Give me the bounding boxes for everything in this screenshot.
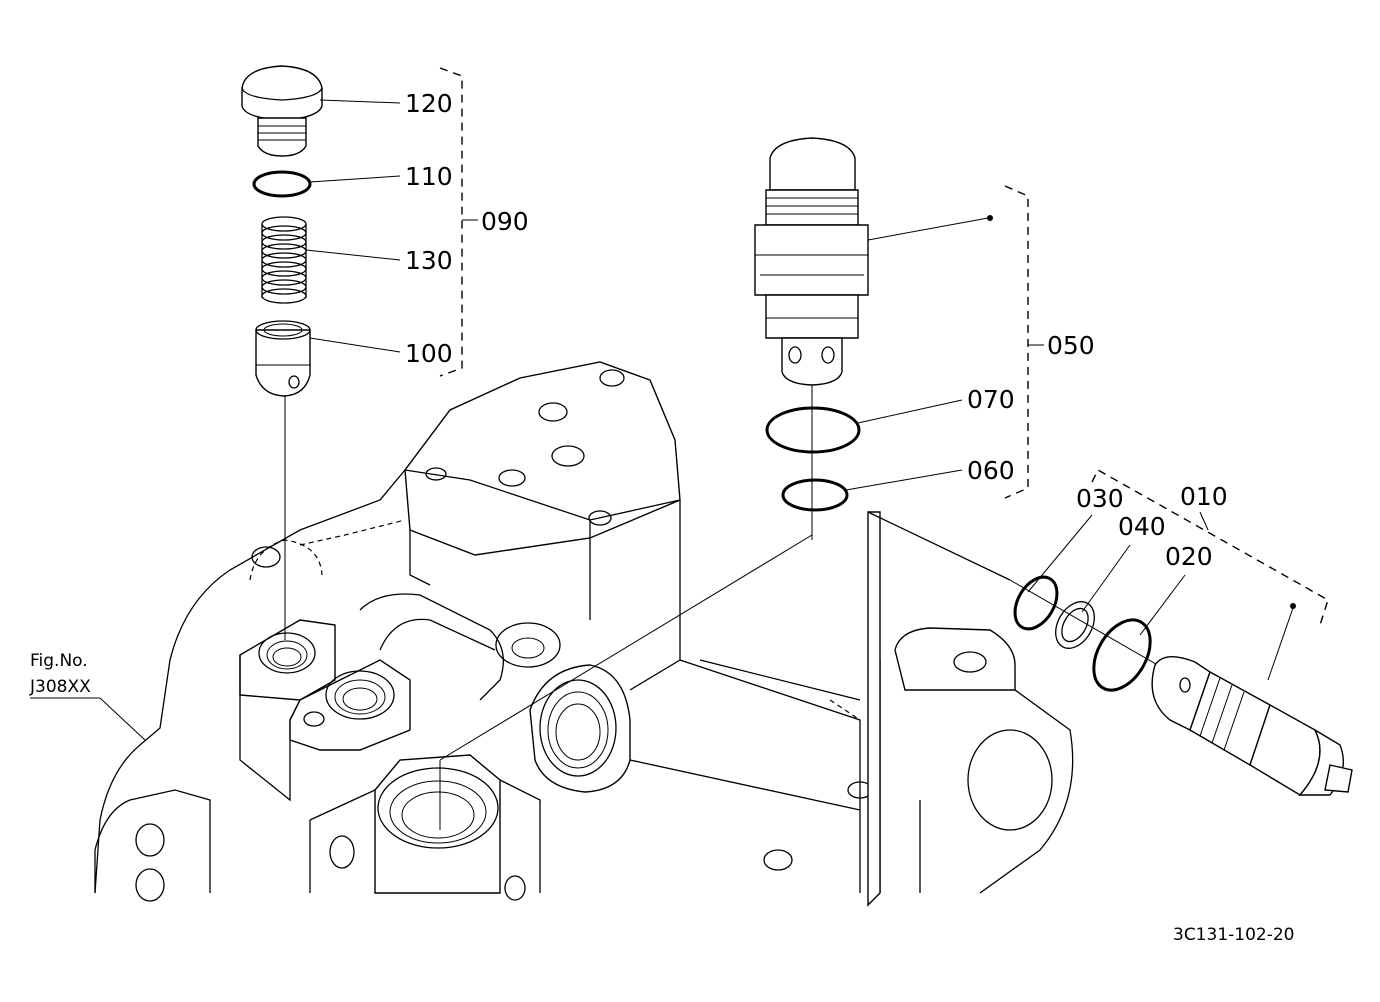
o-ring-030 xyxy=(1013,575,1059,631)
callout-100: 100 xyxy=(405,339,453,368)
figure-ref-number: J308XX xyxy=(29,677,91,697)
poppet-100 xyxy=(255,320,311,397)
valve-body xyxy=(94,361,1074,907)
figure-ref-label: Fig.No. xyxy=(30,651,88,671)
drawing-number: 3C131-102-20 xyxy=(1173,925,1294,945)
callout-090: 090 xyxy=(481,207,529,236)
callout-120: 120 xyxy=(405,89,453,118)
o-ring-110 xyxy=(252,170,312,198)
cartridge-050 xyxy=(754,137,869,540)
callout-050: 050 xyxy=(1047,331,1095,360)
callout-010: 010 xyxy=(1180,482,1228,511)
plug-120 xyxy=(241,65,323,157)
o-ring-060 xyxy=(781,478,849,512)
callout-110: 110 xyxy=(405,162,453,191)
callout-130: 130 xyxy=(405,246,453,275)
o-ring-020 xyxy=(1092,618,1152,692)
right-valve-assembly xyxy=(1009,575,1353,796)
left-valve-stack xyxy=(241,65,323,640)
callout-020: 020 xyxy=(1165,542,1213,571)
callout-070: 070 xyxy=(967,385,1015,414)
callout-030: 030 xyxy=(1076,484,1124,513)
o-ring-070 xyxy=(765,406,861,454)
callout-040: 040 xyxy=(1118,512,1166,541)
valve-cartridge-010 xyxy=(1151,656,1353,796)
bracket-050 xyxy=(1004,185,1029,499)
bracket-010 xyxy=(1091,469,1329,626)
bracket-090 xyxy=(439,67,463,377)
callout-060: 060 xyxy=(967,456,1015,485)
spring-130 xyxy=(261,216,307,304)
